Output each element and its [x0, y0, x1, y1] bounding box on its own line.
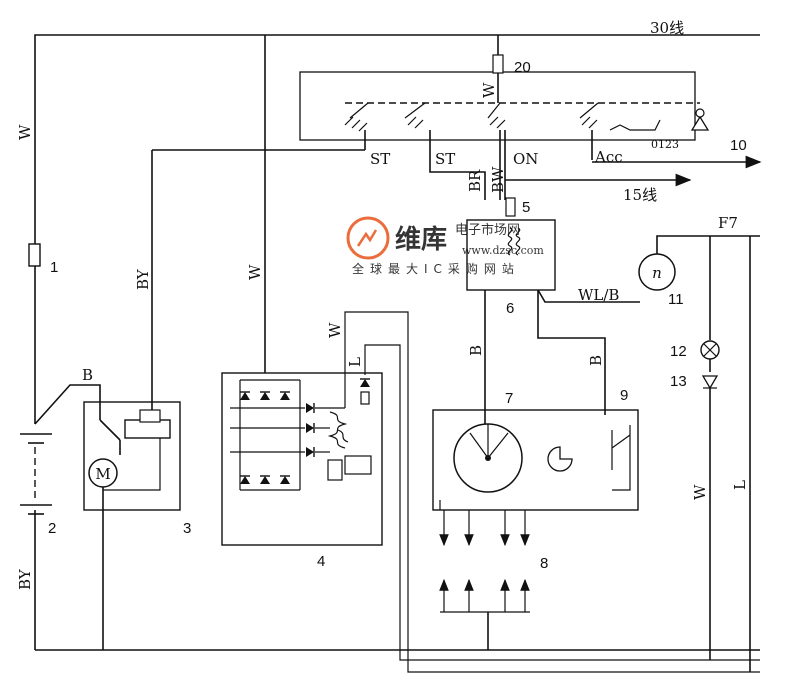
regulator-6 [466, 219, 640, 455]
switch-on: ON [513, 150, 538, 168]
wire-bw: BW [489, 166, 507, 193]
switch-acc: Acc [594, 148, 623, 166]
spark-outputs-8 [439, 510, 530, 650]
ground-rail [34, 510, 760, 651]
wire-l-alt: L [346, 357, 364, 367]
switch-st-2: ST [435, 150, 455, 168]
wire-by-starter: BY [134, 268, 152, 290]
component-number-7: 7 [505, 390, 513, 407]
starter-3: M [34, 150, 181, 650]
fuse-20 [492, 54, 504, 74]
wire-by-battery: BY [16, 568, 34, 590]
fuse-5 [505, 197, 516, 217]
wire-w-alt: W [246, 264, 264, 280]
switch-positions: 0123 [651, 138, 679, 151]
component-number-9: 9 [620, 387, 628, 404]
component-number-1: 1 [50, 259, 58, 276]
component-number-5: 5 [522, 199, 530, 216]
watermark-url: www.dzsc.com [462, 244, 544, 257]
component-number-12: 12 [670, 343, 687, 360]
watermark-sub: 电子市场网 [455, 222, 520, 238]
watermark-tagline: 全球最大IC采购网站 [352, 261, 520, 276]
wire-br: BR [466, 169, 484, 192]
f7-label: F7 [718, 214, 738, 232]
diode-13-icon [701, 375, 719, 390]
component-number-20: 20 [514, 59, 531, 76]
watermark-brand: 维库 [395, 224, 447, 255]
fuse-1 [28, 243, 41, 267]
tach-symbol: n [652, 264, 662, 282]
distributor-7 [432, 409, 639, 511]
tachometer-11: n [638, 235, 760, 291]
wire-w-main: W [16, 124, 34, 140]
warning-lamp-12 [700, 236, 751, 672]
solenoid-icon [124, 419, 171, 439]
line-15-label: 15线 [623, 186, 657, 204]
wire-b-reg: B [467, 345, 485, 356]
wire-l-right: L [731, 480, 749, 490]
battery-2 [20, 433, 52, 515]
wire-b-starter: B [82, 366, 93, 384]
component-number-2: 2 [48, 520, 56, 537]
motor-symbol: M [95, 465, 110, 483]
component-number-13: 13 [670, 373, 687, 390]
wire-w-fuse20: W [480, 82, 498, 98]
component-number-6: 6 [506, 300, 514, 317]
component-number-8: 8 [540, 555, 548, 572]
watermark: 维库 电子市场网 www.dzsc.com 全球最大IC采购网站 [346, 216, 544, 276]
line-30-label: 30线 [650, 19, 684, 37]
wire-w-right: W [691, 484, 709, 500]
component-number-11: 11 [668, 291, 684, 308]
component-number-10: 10 [730, 137, 747, 154]
component-number-4: 4 [317, 553, 325, 570]
wire-w-alt2: W [326, 322, 344, 338]
wire-b-sw: B [587, 355, 605, 366]
line-30-rail [34, 34, 760, 424]
alternator-4 [221, 35, 760, 673]
wire-wl-b: WL/B [578, 286, 619, 304]
ignition-switch-10 [152, 35, 762, 200]
component-number-3: 3 [183, 520, 191, 537]
switch-st-1: ST [370, 150, 390, 168]
